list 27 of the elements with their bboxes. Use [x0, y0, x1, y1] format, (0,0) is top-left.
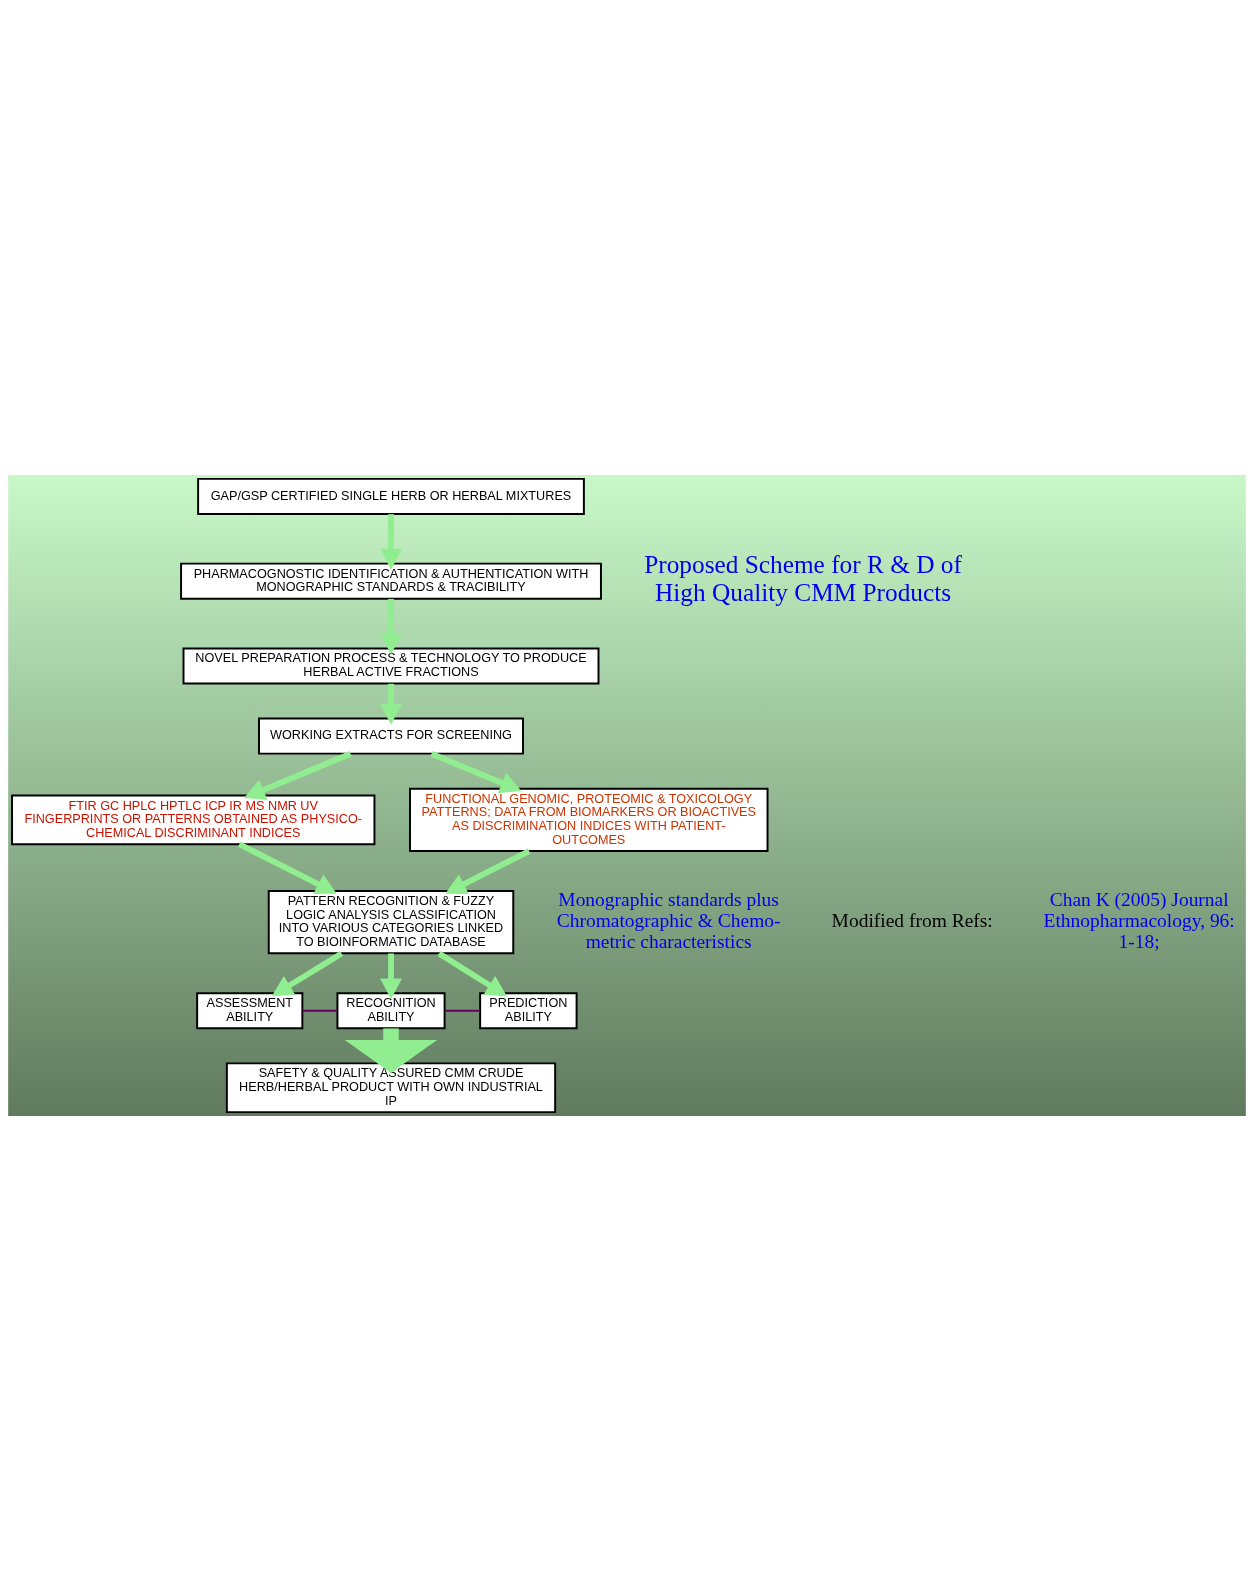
node-box: PHARMACOGNOSTIC IDENTIFICATION & AUTHENTICATION WITH MONOGRAPHIC STANDARDS & TRACIBILITY — [180, 562, 602, 600]
arrow — [380, 514, 402, 570]
label: Monographic standards plus Chromatographic & Chemo-metric characteristics — [556, 888, 781, 953]
arrow — [271, 950, 344, 997]
arrow — [445, 848, 531, 894]
connector — [443, 1009, 481, 1012]
arrow — [344, 1028, 438, 1073]
arrow — [380, 598, 402, 655]
label: Proposed Scheme for R & D of High Quality CMM Products — [644, 550, 962, 607]
node-box: NOVEL PREPARATION PROCESS & TECHNOLOGY TO PRODUCE HERBAL ACTIVE FRACTIONS — [182, 647, 600, 685]
arrow — [430, 751, 522, 794]
node-box: PREDICTION ABILITY — [479, 992, 578, 1030]
node-box: RECOGNITION ABILITY — [336, 992, 446, 1030]
label: Modified from Refs: — [831, 910, 993, 932]
arrow — [380, 953, 402, 1000]
label: Chan K (2005) Journal Ethnopharmacology, 96: 1-18; — [1043, 888, 1235, 953]
connector — [301, 1009, 339, 1012]
node-box: ASSESSMENT ABILITY — [196, 992, 304, 1030]
node-box: FTIR GC HPLC HPTLC ICP IR MS NMR UV FINGERPRINTS OR PATTERNS OBTAINED AS PHYSICO-CHEMICAL DISCRIMINANT INDICES — [11, 794, 376, 846]
node-box: GAP/GSP CERTIFIED SINGLE HERB OR HERBAL MIXTURES — [197, 477, 585, 515]
arrow — [244, 751, 352, 801]
arrow — [437, 950, 508, 997]
arrow — [380, 683, 402, 725]
node-box: FUNCTIONAL GENOMIC, PROTEOMIC & TOXICOLOGY PATTERNS; DATA FROM BIOMARKERS OR BIOACTIVES AS DISCRIMINATION INDICES WITH PATIENT-OUTCOMES — [409, 787, 769, 852]
node-box: WORKING EXTRACTS FOR SCREENING — [258, 717, 524, 755]
node-box: PATTERN RECOGNITION & FUZZY LOGIC ANALYSIS CLASSIFICATION INTO VARIOUS CATEGORIES LINKED TO BIOINFORMATIC DATABASE — [267, 890, 515, 955]
arrow — [238, 841, 337, 895]
